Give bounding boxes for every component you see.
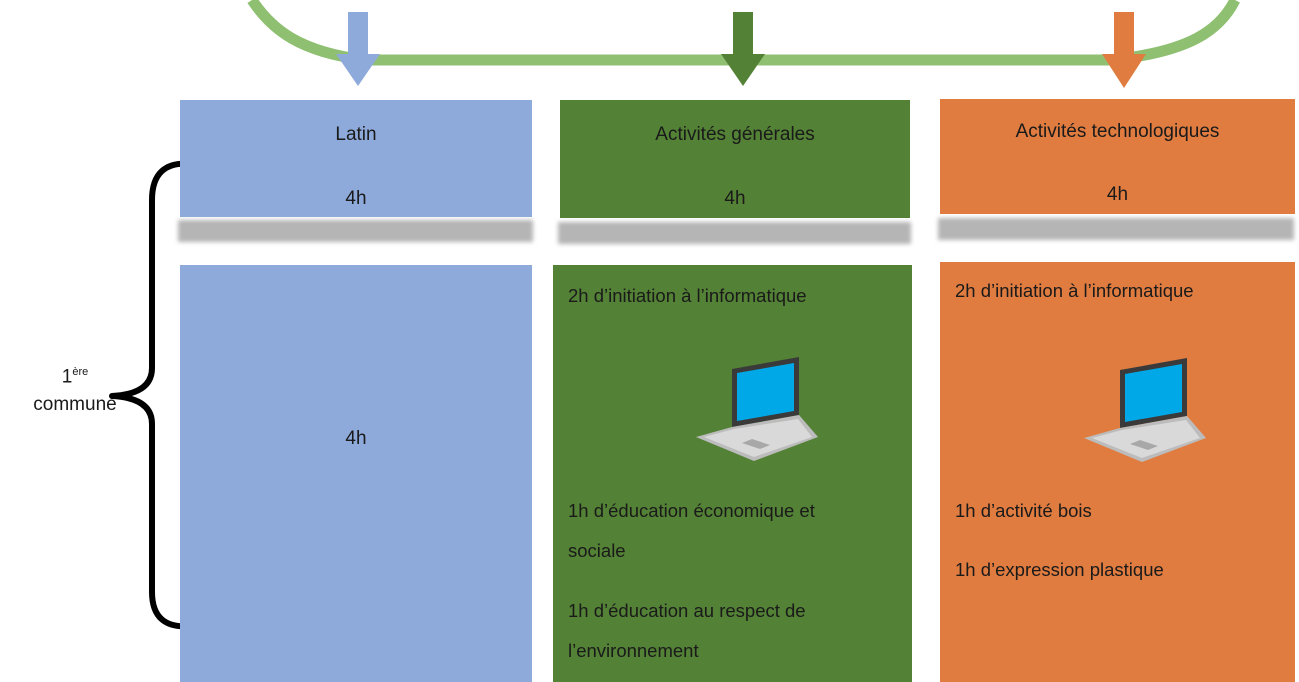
activity-line: 1h d’activité bois [955,500,1092,521]
activity-line: 2h d’initiation à l’informatique [568,285,807,306]
laptop-icon [1084,358,1206,462]
side-label: 1ère commune [20,366,130,416]
body-general: 2h d’initiation à l’informatique 1h d’éd… [553,265,912,682]
activity-line: 1h d’éducation au respect de [568,600,806,621]
side-label-word: commune [33,394,117,416]
arrow-general [721,12,765,86]
header-hours: 4h [1106,184,1129,205]
activity-line: sociale [568,540,626,561]
header-hours: 4h [345,188,367,209]
activity-line: l’environnement [568,640,699,661]
activity-line: 1h d’éducation économique et [568,500,815,521]
arrow-latin [336,12,380,86]
body-latin: 4h [180,265,532,682]
column-title: Activités technologiques [1015,121,1220,142]
side-label-superscript: ère [72,366,89,378]
body-techno: 2h d’initiation à l’informatique 1h d’ac… [940,262,1295,682]
header-hours: 4h [724,188,746,209]
header-shadow-general [558,222,911,244]
arrow-techno [1102,12,1146,88]
activity-line: 1h d’expression plastique [955,559,1164,580]
header-shadow-latin [178,220,533,242]
body-hours: 4h [345,428,367,449]
header-shadow-techno [938,218,1294,240]
column-title: Latin [335,124,377,145]
header-general: Activités générales 4h [560,100,910,218]
column-title: Activités générales [655,124,815,145]
laptop-icon [696,357,818,461]
activity-line: 2h d’initiation à l’informatique [955,280,1194,301]
header-techno: Activités technologiques 4h [940,99,1295,214]
side-label-number: 1 [61,366,73,388]
header-latin: Latin 4h [180,100,532,217]
